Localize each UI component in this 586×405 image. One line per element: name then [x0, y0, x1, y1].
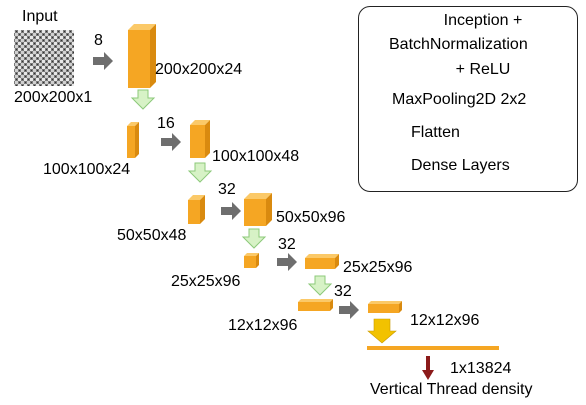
stage4-channels: 32 — [278, 236, 296, 253]
stage4-pooled: 25x25x96 — [171, 273, 241, 290]
feature-block-100x100x48 — [190, 120, 210, 158]
stage2-output: 100x100x48 — [212, 148, 300, 165]
input-image — [14, 30, 74, 86]
legend-conv-line3: + ReLU — [455, 61, 511, 78]
pool-arrow-4 — [307, 275, 333, 296]
feature-block-25x25x96 — [305, 254, 339, 269]
flatten-vector-bar — [367, 346, 499, 350]
feature-block-100x100x24 — [127, 122, 139, 158]
feature-block-12x12x96 — [368, 301, 402, 313]
legend-conv-line2: BatchNormalization — [389, 36, 528, 53]
conv-arrow-3 — [221, 202, 241, 220]
stage5-pooled: 12x12x96 — [228, 317, 298, 334]
input-label: Input — [22, 8, 58, 25]
feature-block-12x12x96-pooled — [298, 299, 333, 311]
conv-arrow-4 — [277, 253, 297, 271]
stage3-output: 50x50x96 — [276, 209, 346, 226]
conv-arrow-2 — [161, 133, 181, 151]
dense-arrow — [422, 356, 434, 380]
legend-pool-label: MaxPooling2D 2x2 — [392, 91, 527, 108]
feature-block-50x50x96 — [244, 193, 272, 226]
pool-arrow-1 — [130, 89, 156, 110]
stage1-output: 200x200x24 — [155, 61, 243, 78]
feature-block-25x25x96-pooled — [244, 253, 259, 268]
feature-block-200x200x24 — [128, 24, 156, 88]
stage2-channels: 16 — [157, 115, 175, 132]
feature-block-50x50x48 — [188, 195, 205, 224]
stage3-channels: 32 — [218, 181, 236, 198]
legend-box — [358, 6, 578, 192]
input-size-label: 200x200x1 — [14, 89, 93, 106]
legend-flatten-label: Flatten — [411, 124, 460, 141]
stage3-pooled: 50x50x48 — [117, 227, 187, 244]
flatten-size-label: 1x13824 — [450, 360, 512, 377]
stage4-output: 25x25x96 — [343, 259, 413, 276]
flatten-arrow — [367, 318, 397, 344]
stage5-output: 12x12x96 — [410, 312, 480, 329]
stage5-channels: 32 — [334, 283, 352, 300]
conv-arrow-1 — [93, 52, 113, 70]
legend-dense-label: Dense Layers — [411, 157, 510, 174]
pool-arrow-2 — [187, 162, 213, 183]
stage1-channels: 8 — [94, 32, 103, 49]
conv-arrow-5 — [339, 301, 359, 319]
pool-arrow-3 — [241, 228, 267, 249]
final-output-label: Vertical Thread density — [370, 381, 533, 398]
stage2-pooled: 100x100x24 — [43, 161, 131, 178]
legend-conv-line1: Inception + — [443, 12, 523, 29]
